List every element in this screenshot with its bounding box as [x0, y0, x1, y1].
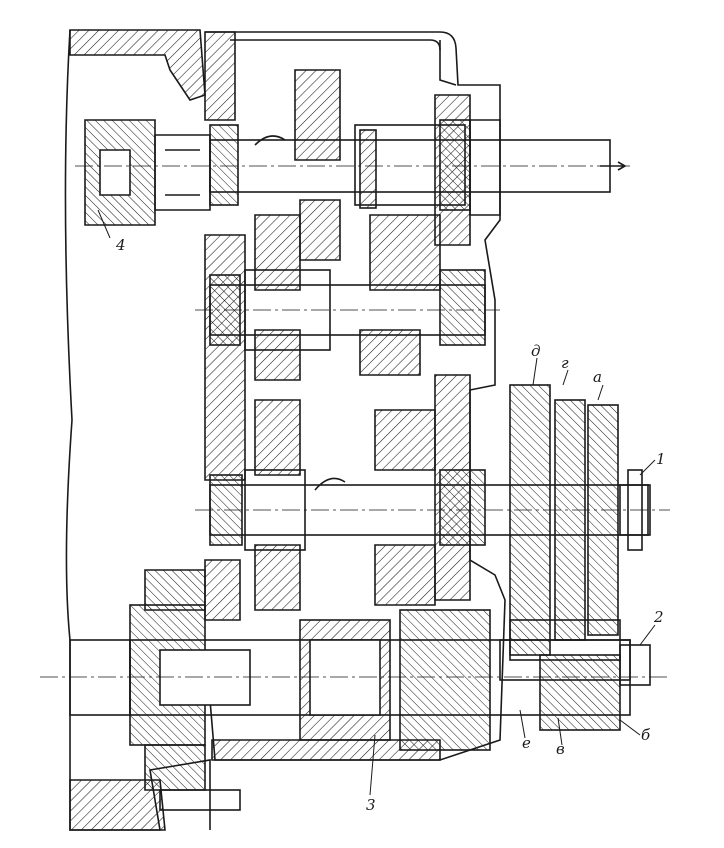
callout-b: б: [641, 726, 651, 744]
callout-d: д: [531, 342, 541, 360]
callout-4: 4: [116, 236, 126, 254]
rotation-arrow: [254, 135, 286, 146]
bottom-input-shaft: [69, 569, 651, 811]
callout-1: 1: [656, 450, 666, 468]
callout-a: а: [593, 368, 602, 386]
callout-v: в: [556, 740, 565, 758]
centre-lines: [40, 165, 670, 678]
coupling-4: [84, 119, 211, 226]
top-output-shaft: [209, 69, 611, 261]
machine-wall: [64, 29, 211, 831]
change-gears: [509, 384, 621, 731]
intermediate-shaft: [209, 214, 486, 381]
callout-2: 2: [654, 608, 664, 626]
output-arrow: [600, 161, 627, 171]
rotation-arrow: [314, 477, 346, 491]
leader-lines: [97, 209, 656, 796]
callout-g: г: [561, 354, 569, 372]
callout-3: 3: [366, 796, 376, 814]
lower-shaft: [209, 399, 651, 611]
callout-e: е: [522, 734, 531, 752]
